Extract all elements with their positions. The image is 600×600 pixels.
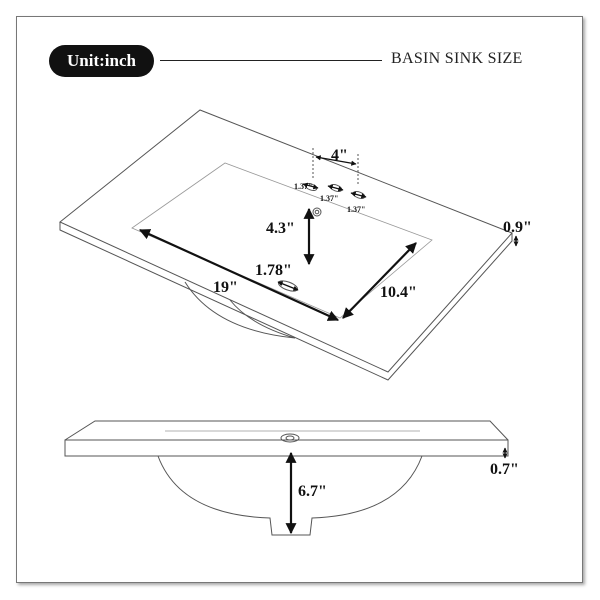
front-drain: [280, 433, 300, 443]
slab-top-face: [59, 109, 513, 373]
faucet-spread-arrow: [315, 155, 357, 166]
front-drain-inner: [285, 435, 295, 441]
drain-diameter-label: 1.78": [255, 262, 292, 279]
basin-length-label: 19": [213, 279, 238, 296]
diagram-title: BASIN SINK SIZE: [391, 50, 523, 67]
overflow-hole-inner: [314, 209, 320, 215]
front-view: 6.7" 0.7": [64, 420, 519, 536]
faucet-spread-label: 4": [331, 147, 348, 164]
hole-right-arrow: [350, 191, 367, 199]
basin-depth-label: 6.7": [298, 483, 327, 500]
top-view: 4" 1.37" 1.37" 1.37" 4.3" 1.78" 19" 10.4…: [59, 109, 532, 381]
basin-length-arrow: [138, 228, 340, 322]
front-top-edge: [64, 439, 509, 457]
faucet-to-drain-label: 4.3": [266, 220, 295, 237]
header-rule: [160, 60, 382, 61]
hole-center-arrow: [327, 184, 344, 192]
drain-diameter-arrow: [277, 281, 299, 291]
unit-badge: Unit:inch: [49, 45, 154, 77]
hole-left-label: 1.37": [294, 182, 312, 191]
top-thickness-label: 0.9": [503, 219, 532, 236]
front-top-face: [64, 420, 509, 441]
slab-front-edge: [59, 222, 513, 381]
rim-thickness-label: 0.7": [490, 461, 519, 478]
front-bowl: [157, 455, 423, 536]
basin-width-label: 10.4": [380, 284, 417, 301]
overflow-hole: [312, 207, 322, 217]
hole-left-arrow: [302, 182, 319, 190]
basin-width-arrow: [342, 242, 417, 319]
hole-center-label: 1.37": [320, 194, 338, 203]
hole-right-label: 1.37": [347, 205, 365, 214]
